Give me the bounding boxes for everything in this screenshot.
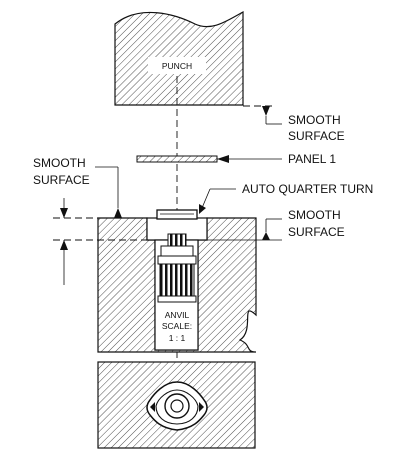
smooth-surface-right-line1: SMOOTH <box>288 208 341 222</box>
scale-label: SCALE: <box>162 321 192 331</box>
punch: PUNCH <box>114 10 244 106</box>
fastener <box>156 209 198 303</box>
smooth-surface-right-line2: SURFACE <box>288 225 345 239</box>
smooth-surface-top-leader <box>243 105 282 125</box>
smooth-surface-top-line1: SMOOTH <box>288 113 341 127</box>
smooth-surface-left-leader <box>95 166 122 218</box>
panel <box>136 155 282 163</box>
smooth-surface-top-line2: SURFACE <box>288 129 345 143</box>
auto-quarter-turn-label: AUTO QUARTER TURN <box>242 182 373 196</box>
smooth-surface-right-leader <box>207 218 282 241</box>
left-dimension <box>53 198 147 285</box>
auto-quarter-turn-leader <box>199 188 236 214</box>
scale-value: 1 : 1 <box>169 333 186 343</box>
smooth-surface-left-line1: SMOOTH <box>33 156 86 170</box>
anvil-label: ANVIL <box>165 310 190 320</box>
anvil-block <box>97 217 257 353</box>
panel-label: PANEL 1 <box>288 152 336 166</box>
punch-label: PUNCH <box>162 61 192 71</box>
anvil-top-view <box>97 361 256 449</box>
smooth-surface-left-line2: SURFACE <box>33 173 90 187</box>
